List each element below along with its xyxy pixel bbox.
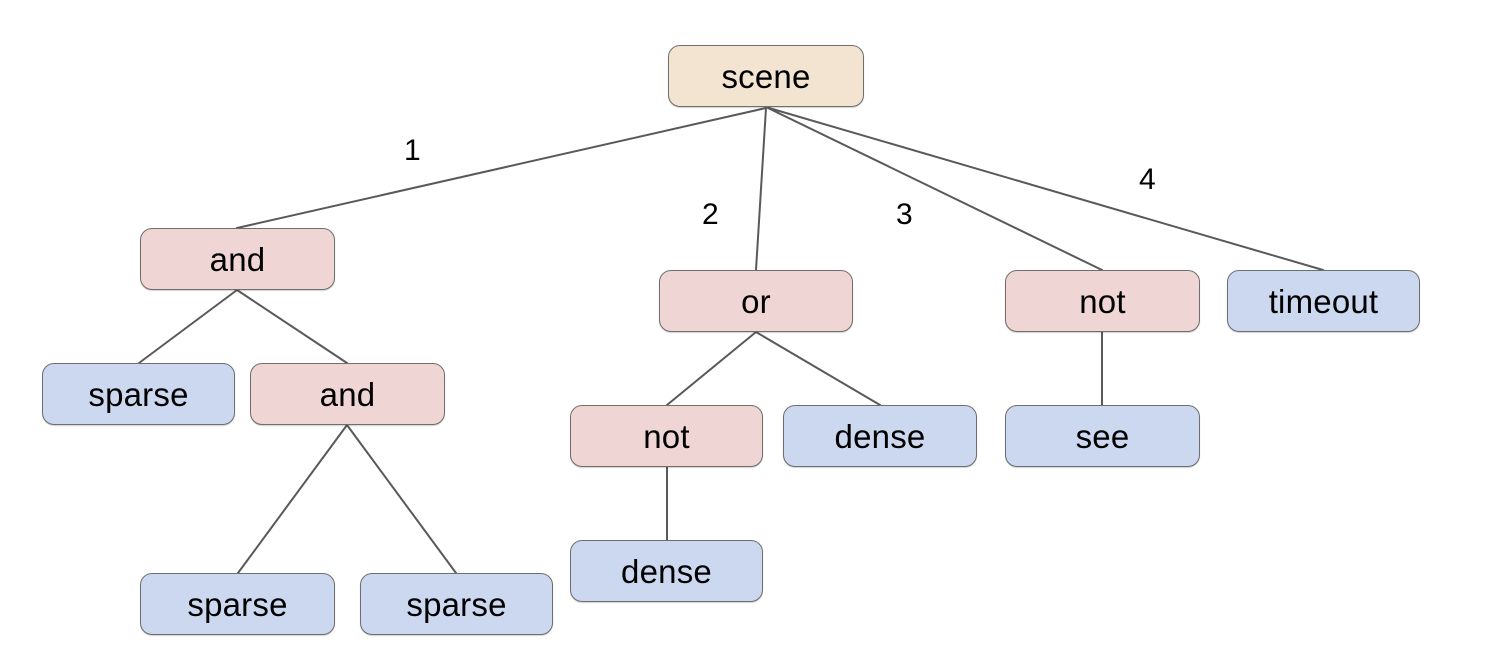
tree-node-label: dense [834, 417, 926, 455]
tree-node-see1[interactable]: see [1005, 405, 1200, 467]
tree-node-and1[interactable]: and [140, 228, 335, 290]
tree-node-sparse3[interactable]: sparse [360, 573, 553, 635]
tree-node-label: or [741, 282, 771, 320]
tree-edge [138, 289, 238, 364]
tree-node-or1[interactable]: or [659, 270, 853, 332]
tree-node-label: sparse [88, 375, 189, 413]
tree-node-dense2[interactable]: dense [570, 540, 763, 602]
tree-node-label: and [319, 375, 376, 413]
tree-node-and2[interactable]: and [250, 363, 445, 425]
tree-node-label: not [1079, 282, 1126, 320]
tree-node-sparse2[interactable]: sparse [140, 573, 335, 635]
edge-label-4: 4 [1139, 163, 1156, 196]
edge-label-1: 1 [404, 134, 421, 167]
tree-node-dense1[interactable]: dense [783, 405, 977, 467]
tree-node-timeout1[interactable]: timeout [1227, 270, 1420, 332]
tree-edge [755, 107, 767, 271]
tree-node-not1[interactable]: not [570, 405, 763, 467]
tree-node-not2[interactable]: not [1005, 270, 1200, 332]
tree-edge [768, 107, 1324, 271]
edge-label-2: 2 [702, 198, 719, 231]
tree-edge [237, 424, 348, 574]
edge-label-3: 3 [896, 198, 913, 231]
tree-edge [666, 331, 757, 406]
tree-node-scene[interactable]: scene [668, 45, 864, 107]
tree-edge [755, 331, 881, 406]
tree-node-label: not [643, 417, 690, 455]
tree-node-label: scene [721, 57, 811, 95]
tree-edge [767, 107, 1103, 271]
tree-node-label: and [209, 240, 266, 278]
tree-node-sparse1[interactable]: sparse [42, 363, 235, 425]
tree-edge [236, 289, 348, 364]
tree-node-label: sparse [187, 585, 288, 623]
tree-node-label: dense [621, 552, 712, 590]
tree-edge [346, 424, 457, 574]
tree-node-label: see [1075, 417, 1130, 455]
tree-node-label: timeout [1268, 282, 1379, 320]
tree-edge [236, 107, 767, 229]
tree-node-label: sparse [406, 585, 507, 623]
